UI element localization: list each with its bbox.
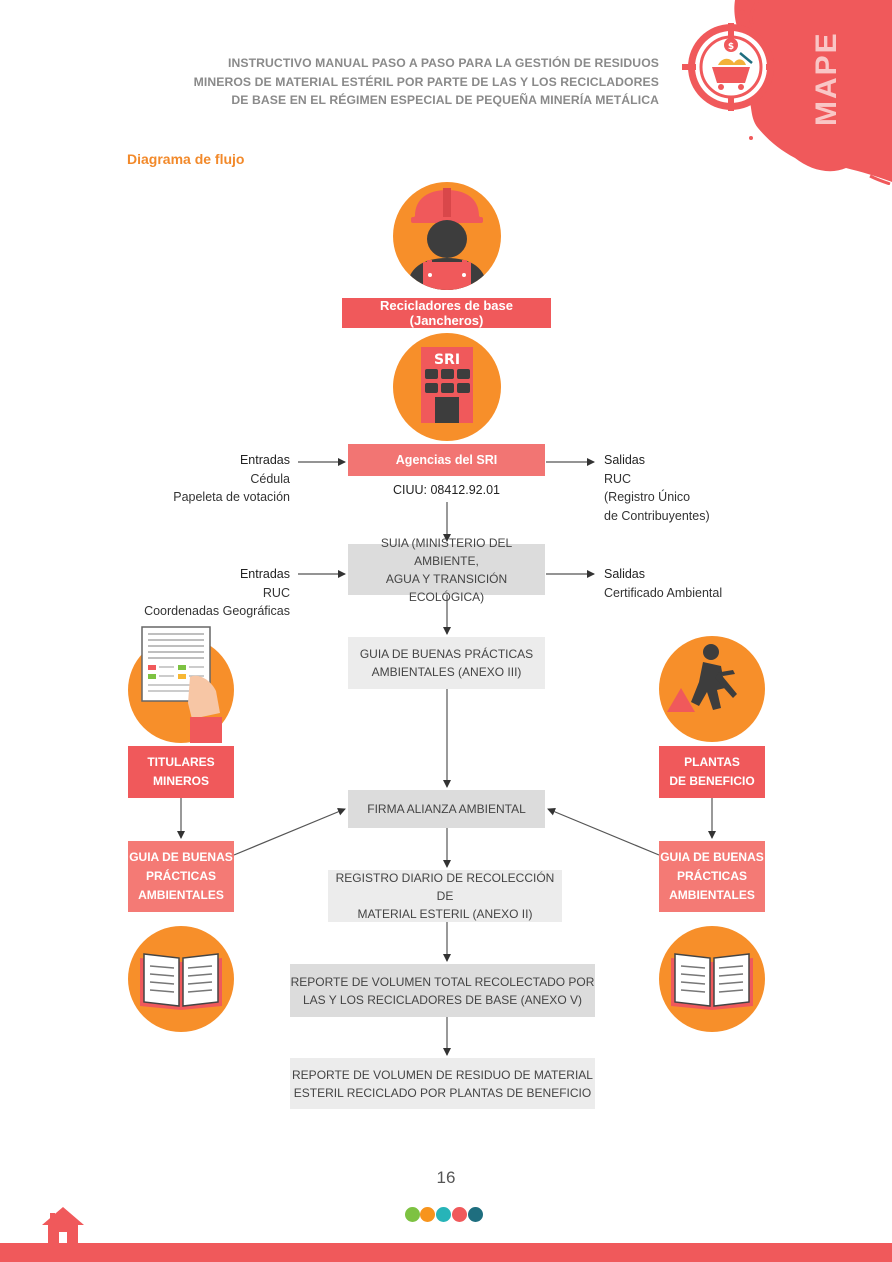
titulares-line-1: TITULARES — [147, 755, 215, 769]
registro-line-2: MATERIAL ESTERIL (ANEXO II) — [357, 907, 533, 921]
reporte-total-line-1: REPORTE DE VOLUMEN TOTAL RECOLECTADO POR — [290, 974, 595, 989]
footer-dot-teal — [436, 1207, 451, 1222]
open-book-icon — [140, 953, 222, 1010]
salida-item: de Contribuyentes) — [604, 508, 710, 523]
guia-central-box: GUIA DE BUENAS PRÁCTICAS AMBIENTALES (AN… — [348, 637, 545, 689]
salidas-sri: Salidas RUC (Registro Único de Contribuy… — [604, 451, 710, 525]
entrada-item: Coordenadas Geográficas — [144, 604, 290, 618]
document-header: INSTRUCTIVO MANUAL PASO A PASO PARA LA G… — [139, 54, 659, 110]
entrada-item: Papeleta de votación — [173, 490, 290, 504]
reporte-total-box: REPORTE DE VOLUMEN TOTAL RECOLECTADO POR… — [290, 964, 595, 1017]
salidas-suia: Salidas Certificado Ambiental — [604, 565, 722, 602]
svg-text:$: $ — [728, 42, 734, 52]
salidas-heading: Salidas — [604, 453, 645, 467]
plantas-line-2: DE BENEFICIO — [669, 774, 755, 788]
entradas-heading: Entradas — [239, 567, 290, 581]
guia-right-line-1: GUIA DE BUENAS — [660, 850, 764, 864]
salida-item: Certificado Ambiental — [604, 585, 723, 600]
open-book-icon-circle-left — [128, 926, 234, 1032]
header-line-2: MINEROS DE MATERIAL ESTÉRIL POR PARTE DE… — [193, 74, 659, 89]
plantas-beneficio-box: PLANTAS DE BENEFICIO — [659, 746, 765, 798]
recicladores-box: Recicladores de base (Jancheros) — [342, 298, 551, 328]
guia-left-box: GUIA DE BUENAS PRÁCTICAS AMBIENTALES — [128, 841, 234, 912]
guia-right-line-2: PRÁCTICAS — [676, 869, 747, 883]
agencias-sri-box: Agencias del SRI — [348, 444, 545, 476]
open-book-icon-circle-right — [659, 926, 765, 1032]
reporte-total-line-2: LAS Y LOS RECICLADORES DE BASE (ANEXO V) — [303, 992, 582, 1007]
suia-line-2: AGUA Y TRANSICIÓN ECOLÓGICA) — [385, 571, 508, 604]
entradas-suia: Entradas RUC Coordenadas Geográficas — [144, 565, 290, 621]
ciiu-code: CIUU: 08412.92.01 — [392, 483, 500, 497]
footer-dot-orange — [420, 1207, 435, 1222]
guia-right-box: GUIA DE BUENAS PRÁCTICAS AMBIENTALES — [659, 841, 765, 912]
plantas-line-1: PLANTAS — [684, 755, 740, 769]
titulares-line-2: MINEROS — [152, 774, 209, 788]
titulares-mineros-box: TITULARES MINEROS — [128, 746, 234, 798]
guia-central-line-1: GUIA DE BUENAS PRÁCTICAS — [359, 647, 534, 661]
header-line-3: DE BASE EN EL RÉGIMEN ESPECIAL DE PEQUEÑ… — [231, 93, 659, 107]
sri-icon-text: SRI — [434, 352, 460, 368]
guia-central-line-2: AMBIENTALES (ANEXO III) — [371, 665, 522, 679]
guia-left-line-3: AMBIENTALES — [138, 888, 224, 902]
registro-line-1: REGISTRO DIARIO DE RECOLECCIÓN DE — [335, 871, 555, 903]
miner-shovel-icon — [667, 644, 737, 712]
home-icon[interactable] — [40, 1205, 86, 1245]
registro-diario-box: REGISTRO DIARIO DE RECOLECCIÓN DE MATERI… — [328, 870, 562, 922]
reporte-residuo-line-1: REPORTE DE VOLUMEN DE RESIDUO DE MATERIA… — [292, 1067, 593, 1082]
footer-bar — [0, 1243, 892, 1262]
firma-alianza-box: FIRMA ALIANZA AMBIENTAL — [348, 790, 545, 828]
open-book-icon — [671, 953, 753, 1010]
salida-item: (Registro Único — [604, 490, 691, 504]
guia-left-line-1: GUIA DE BUENAS — [129, 850, 233, 864]
entrada-item: RUC — [262, 585, 290, 600]
salida-item: RUC — [604, 471, 632, 486]
suia-box: SUIA (MINISTERIO DEL AMBIENTE, AGUA Y TR… — [348, 536, 545, 604]
footer-dot-darkteal — [468, 1207, 483, 1222]
entrada-item: Cédula — [250, 471, 290, 486]
page-number: 16 — [436, 1168, 456, 1187]
salidas-heading: Salidas — [604, 567, 645, 581]
entradas-heading: Entradas — [239, 453, 290, 467]
footer-dot-green — [405, 1207, 420, 1222]
worker-icon — [407, 188, 487, 290]
document-hand-icon-circle — [128, 626, 234, 743]
footer-dot-red — [452, 1207, 467, 1222]
guia-right-line-3: AMBIENTALES — [669, 888, 755, 902]
section-title: Diagrama de flujo — [127, 151, 245, 167]
reporte-residuo-line-2: ESTERIL RECICLADO POR PLANTAS DE BENEFIC… — [293, 1085, 592, 1100]
reporte-residuo-box: REPORTE DE VOLUMEN DE RESIDUO DE MATERIA… — [290, 1058, 595, 1109]
sri-building-icon: SRI — [421, 347, 473, 423]
mining-cart-target-icon: $ — [682, 23, 780, 111]
header-line-1: INSTRUCTIVO MANUAL PASO A PASO PARA LA G… — [227, 56, 659, 70]
guia-left-line-2: PRÁCTICAS — [145, 869, 216, 883]
red-splash-decoration — [734, 0, 892, 185]
entradas-sri: Entradas Cédula Papeleta de votación — [173, 451, 290, 507]
document-hand-icon — [141, 626, 222, 743]
worker-icon-circle — [393, 182, 501, 290]
miner-shovel-icon-circle — [659, 636, 765, 742]
suia-line-1: SUIA (MINISTERIO DEL AMBIENTE, — [380, 535, 513, 568]
sri-building-icon-circle: SRI — [393, 333, 501, 441]
